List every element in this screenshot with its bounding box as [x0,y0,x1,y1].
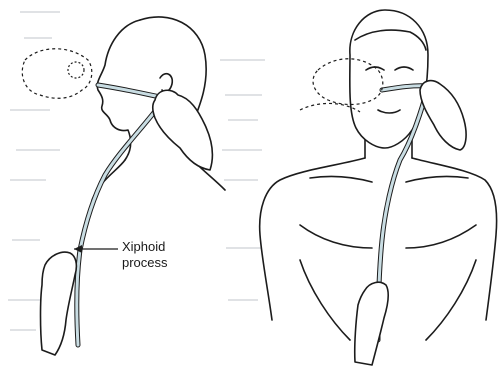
front-pectoral-left [300,225,372,248]
front-collarbone-left [310,176,372,182]
front-dotted-hand-at-nose [313,59,383,105]
front-hand-at-ear [420,81,466,150]
front-pectoral-right [406,225,476,248]
front-shoulder-left [260,158,365,320]
front-mouth [378,110,400,113]
front-shoulder-right [412,158,497,320]
front-collarbone-right [406,176,468,182]
front-hand-at-chest [355,282,388,365]
front-eye-right [395,67,413,70]
front-hair [355,30,426,50]
